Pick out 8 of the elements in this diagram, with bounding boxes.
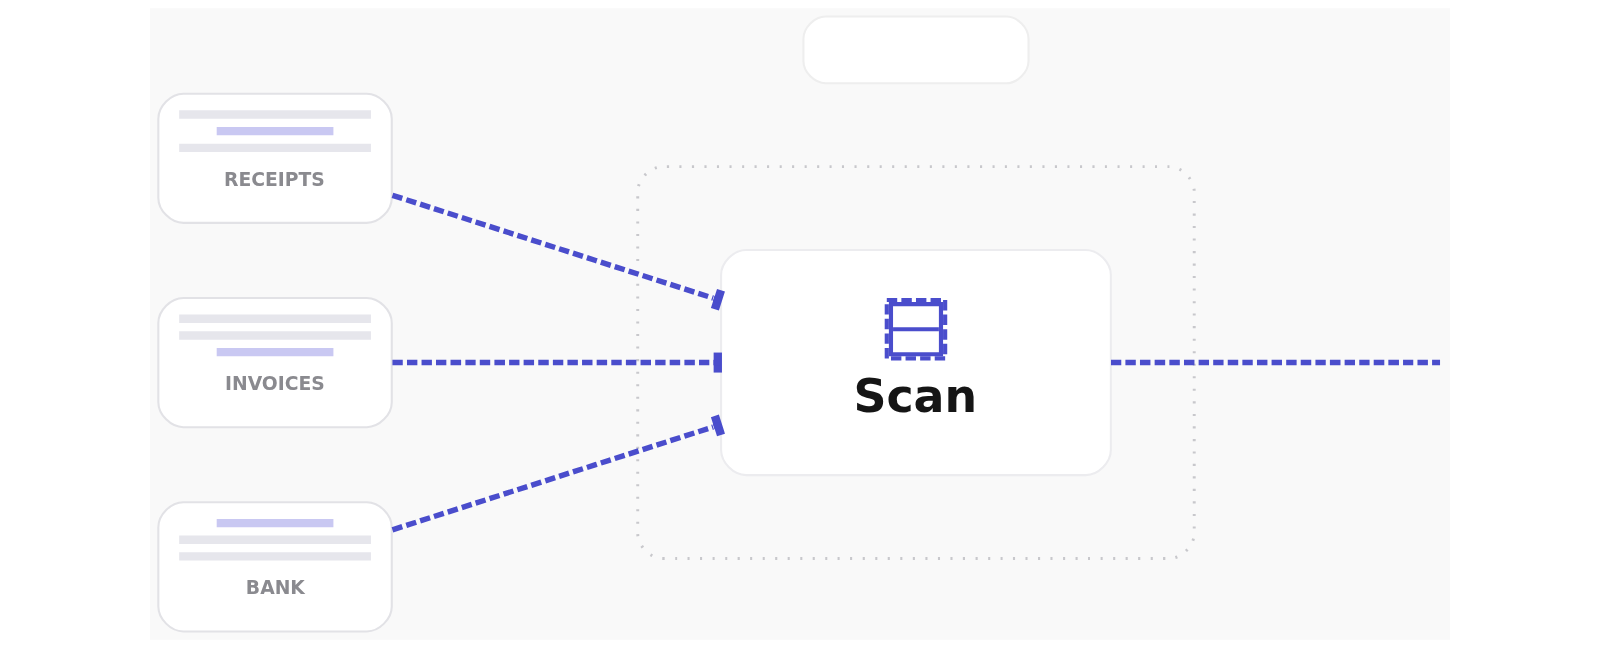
node-box: BANK: [157, 501, 393, 633]
connector: [391, 414, 725, 533]
node-box: RECEIPTS: [157, 92, 393, 224]
connector: [391, 192, 725, 311]
connector: [392, 352, 722, 373]
node-box: Scan: [720, 248, 1112, 477]
node-box: INVOICES: [157, 296, 393, 429]
connector: [1111, 359, 1441, 366]
